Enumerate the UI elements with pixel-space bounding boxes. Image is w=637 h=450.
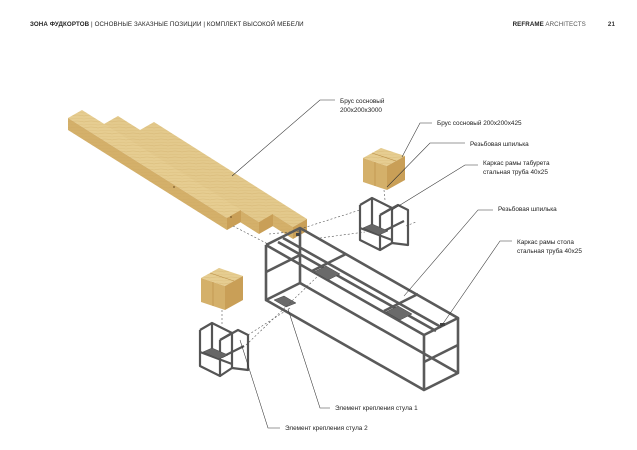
header-brand-block: REFRAME ARCHITECTS 21: [513, 21, 615, 28]
callout-seat-block: Брус сосновый 200х200х425: [437, 119, 522, 127]
callout-table-frame-line1: Каркас рамы стола: [517, 239, 574, 246]
callout-stud-stool: Резьбовая шпилька: [470, 140, 529, 148]
callout-mount-1: Элемент крепления стула 1: [335, 405, 418, 412]
callout-beam-line2: 200х200х3000: [340, 107, 382, 114]
header-subsection: КОМПЛЕКТ ВЫСОКОЙ МЕБЕЛИ: [206, 21, 304, 28]
stool-seat-block-lower: [201, 268, 243, 310]
callout-table-frame-line2: стальная труба 40х25: [517, 247, 582, 255]
page-header: ЗОНА ФУДКОРТОВ | ОСНОВНЫЕ ЗАКАЗНЫЕ ПОЗИЦ…: [30, 21, 615, 33]
callout-stud-table: Резьбовая шпилька: [498, 205, 557, 213]
stool-seat-block-upper: [363, 148, 405, 190]
pine-beams-group: [68, 110, 307, 239]
stool-frame-upper: [358, 196, 410, 252]
stool-upper-stud-plate: [362, 223, 389, 236]
pine-beam-2: [104, 116, 273, 234]
stool-frame-lower: [198, 321, 250, 378]
header-zone: ЗОНА ФУДКОРТОВ: [30, 21, 90, 28]
table-frame-plates: [273, 233, 445, 326]
header-section: ОСНОВНЫЕ ЗАКАЗНЫЕ ПОЗИЦИИ: [94, 21, 202, 28]
callout-mount-2: Элемент крепления стула 2: [285, 425, 368, 432]
callout-stool-frame-line1: Каркас рамы табурета: [483, 159, 550, 167]
brand-name: REFRAME: [512, 21, 544, 28]
callout-stool-frame-line2: стальная труба 40х25: [483, 168, 548, 176]
callout-beam-line1: Брус сосновый: [340, 97, 385, 105]
pine-beam-1: [68, 110, 241, 230]
assembly-guide-lines: [221, 189, 417, 346]
table-frame: [264, 226, 460, 392]
callout-labels: Брус сосновый 200х200х3000 Брус сосновый…: [285, 97, 582, 432]
page-number: 21: [607, 21, 615, 28]
leader-lines: [231, 99, 512, 429]
stool-lower-stud-plate: [202, 347, 229, 360]
header-separator: |: [201, 21, 207, 28]
brand-suffix: ARCHITECTS: [543, 21, 586, 28]
header-breadcrumb: ЗОНА ФУДКОРТОВ | ОСНОВНЫЕ ЗАКАЗНЫЕ ПОЗИЦ…: [30, 21, 304, 28]
header-separator: |: [89, 21, 95, 28]
